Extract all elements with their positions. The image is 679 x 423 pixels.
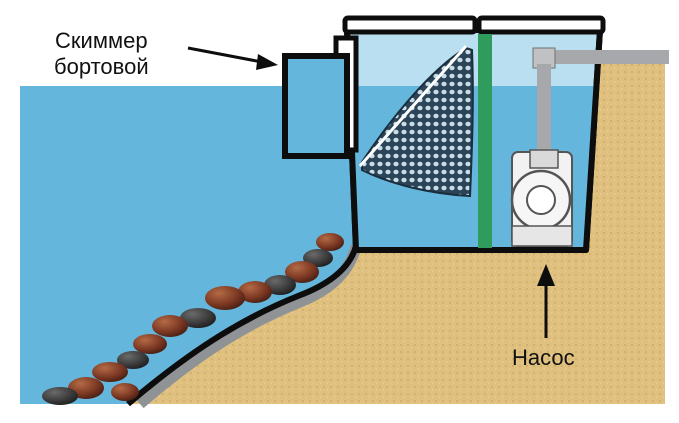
pipe [532, 47, 669, 162]
net-rim [358, 45, 468, 167]
skimmer-label-line2: бортовой [54, 54, 149, 79]
pump-arrow [537, 264, 555, 338]
green-baffle [478, 34, 492, 248]
skimmer-mouth [282, 53, 350, 159]
pump-label: Насос [512, 345, 575, 370]
pond-edge [126, 245, 359, 407]
net-basket [361, 46, 474, 198]
box-lid-right [476, 15, 606, 35]
skimmer-arrow [187, 46, 278, 70]
skimmer-label: Скиммер бортовой [54, 28, 149, 80]
rocks [42, 233, 344, 405]
skimmer-label-line1: Скиммер [55, 28, 148, 53]
pump-icon [510, 149, 573, 247]
box-lid-left [342, 15, 478, 35]
